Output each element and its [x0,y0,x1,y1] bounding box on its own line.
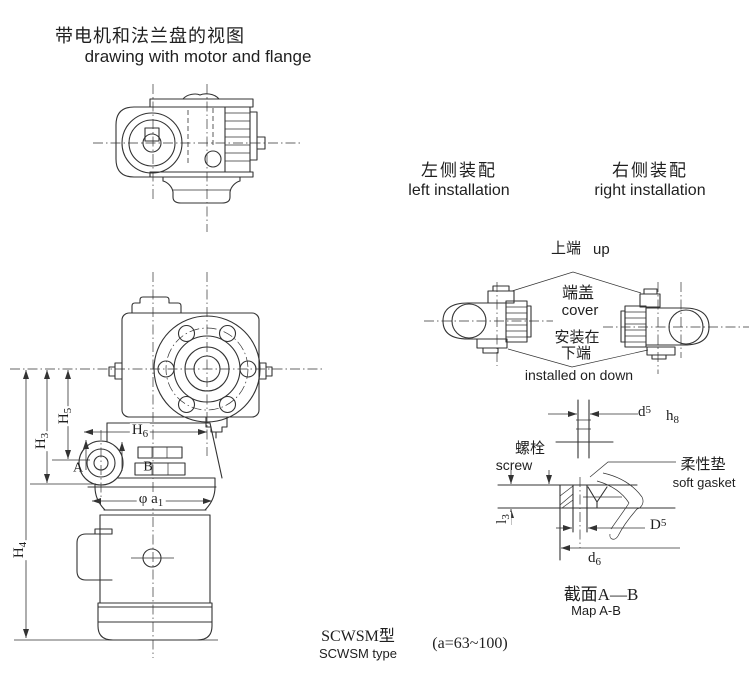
section-point-b-label: B [143,459,153,475]
section-point-a-label: A [72,460,84,476]
type-label-zh: SCWSM型 [321,628,395,645]
installed-on-down-zh-line2: 下端 [560,346,592,362]
left-installation-view-drawing [424,282,553,366]
left-installation-label-en: left installation [408,182,510,199]
up-label-zh: 上端 [551,241,582,257]
soft-gasket-label-zh: 柔性垫 [680,457,726,473]
type-label-en: SCWSM type [318,646,398,661]
left-installation-label-zh: 左侧装配 [421,161,497,180]
front-view-dimension-lines [23,370,212,638]
front-view-drawing [10,272,322,658]
dim-label-h6: H6 [129,422,151,441]
size-range-label: (a=63~100) [432,635,508,652]
up-label: 上端 up [551,241,610,258]
soft-gasket-label-en: soft gasket [672,475,736,490]
installed-on-down-zh-line1: 安装在 [554,330,600,346]
dim-label-D5: D5 [650,517,667,533]
dim-label-d6: d6 [588,550,601,568]
screw-label-en: screw [495,457,533,473]
dim-label-l3: l3 [494,512,513,526]
page-title-zh: 带电机和法兰盘的视图 [55,26,245,46]
dim-label-h8: h8 [666,408,679,426]
cover-label-en: cover [561,302,599,319]
right-installation-label-en: right installation [594,182,706,199]
bolt-detail-drawing [548,399,638,459]
cover-leader-lines [507,271,649,368]
section-caption-zh: 截面A—B [563,585,639,604]
dim-label-phi-a1: φ a1 [136,491,166,510]
installed-on-down-en: installed on down [524,367,634,383]
dim-label-h4: H4 [11,539,30,561]
right-installation-view-drawing [603,282,749,374]
up-label-en: up [593,241,610,258]
gasket-leader-line [589,461,676,478]
page-title-en: drawing with motor and flange [84,47,312,66]
right-installation-label-zh: 右侧装配 [612,161,688,180]
section-ab-detail-drawing [497,461,680,561]
dim-label-h3: H3 [33,430,52,452]
top-view-drawing [93,84,300,232]
dim-label-h5: H5 [56,405,75,427]
cover-label-zh: 端盖 [561,285,595,302]
screw-label-zh: 螺栓 [514,441,546,457]
dim-label-d5: d5 [638,404,651,420]
section-caption-en: Map A-B [571,603,621,618]
